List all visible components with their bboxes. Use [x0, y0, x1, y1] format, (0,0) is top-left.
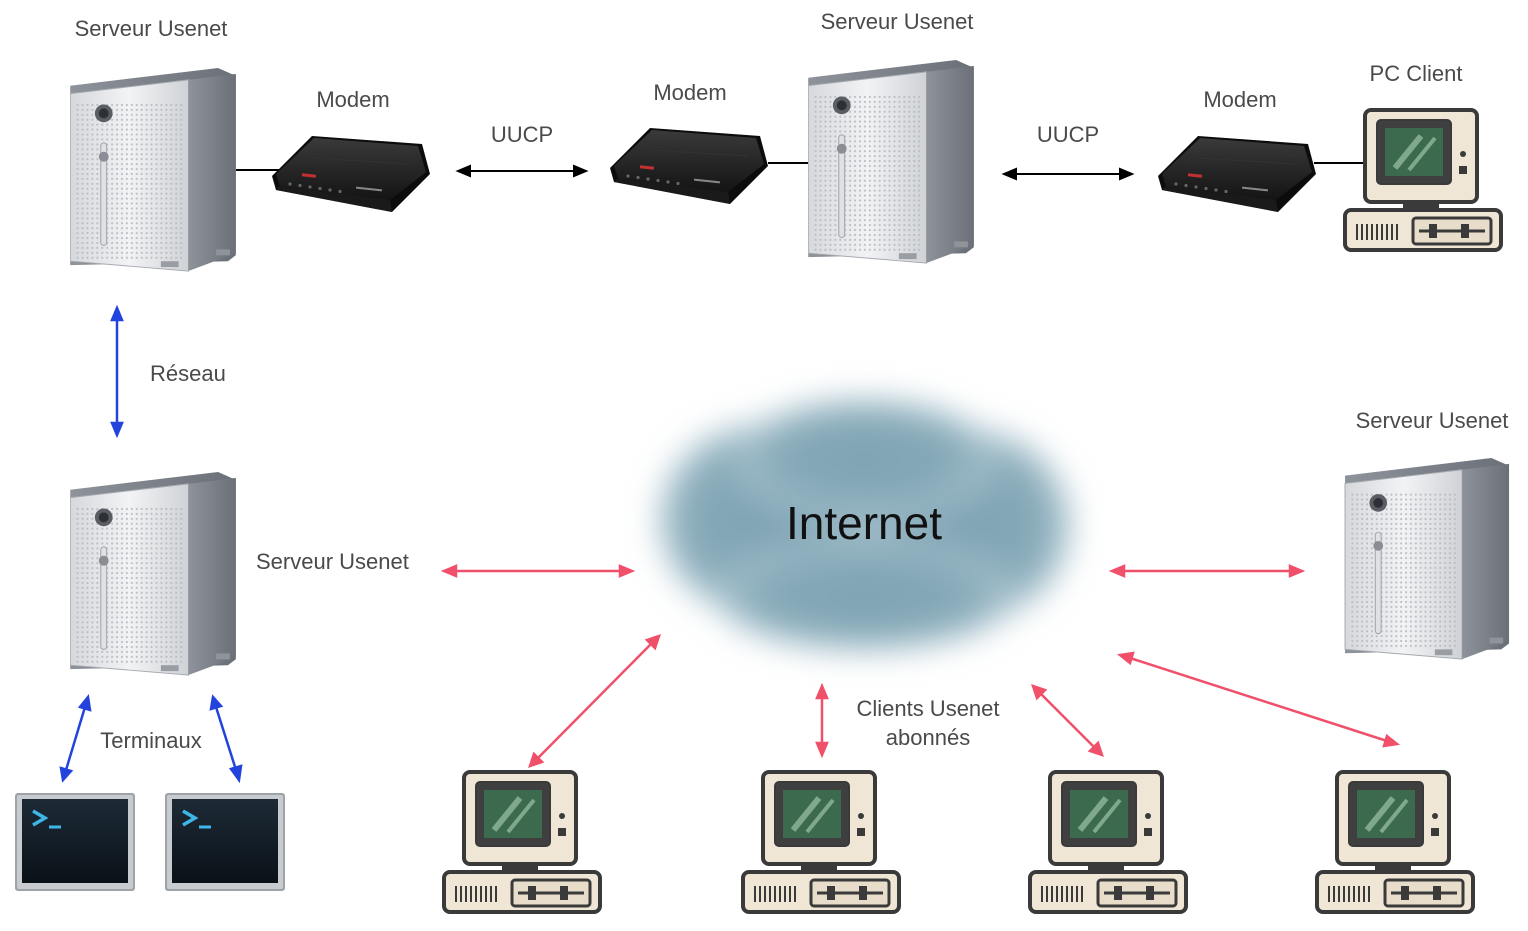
- terminal-icon-2: [165, 793, 285, 893]
- label-modem-2: Modem: [653, 80, 727, 105]
- internet-arrow-client-2: [815, 682, 829, 759]
- label-modem-3: Modem: [1203, 87, 1277, 112]
- label-uucp-1: UUCP: [490, 122, 554, 147]
- label-terminals: Terminaux: [100, 728, 202, 753]
- uucp-arrows: [455, 164, 1135, 181]
- internet-cloud: [660, 400, 1070, 650]
- modem-icon-2: [610, 127, 769, 205]
- internet-arrow-client-1: [528, 634, 661, 768]
- internet-arrows: [440, 564, 1401, 768]
- server-icon-right: [1344, 458, 1510, 660]
- label-server-top-left: Serveur Usenet: [74, 16, 228, 41]
- internet-arrow-right-server: [1108, 564, 1306, 578]
- uucp-arrow-1: [455, 164, 589, 178]
- label-server-top-middle: Serveur Usenet: [820, 9, 974, 34]
- client-pc-icon-1: [444, 772, 600, 912]
- client-pc-icon-2: [743, 772, 899, 912]
- internet-arrow-client-3: [1031, 684, 1104, 757]
- terminal-icon-1: [15, 793, 135, 893]
- label-server-right: Serveur Usenet: [1355, 408, 1509, 433]
- client-pc-icon-4: [1317, 772, 1473, 912]
- label-server-middle-left: Serveur Usenet: [256, 549, 409, 574]
- label-modem-1: Modem: [316, 87, 390, 112]
- modem-icon-1: [272, 135, 431, 213]
- internet-arrow-left-server: [440, 564, 636, 578]
- label-network: Réseau: [150, 361, 226, 386]
- server-icon-top-left: [70, 68, 237, 272]
- terminal-arrow-left: [59, 693, 92, 783]
- label-internet: Internet: [786, 497, 942, 549]
- terminal-arrow-right: [209, 694, 243, 784]
- serial-cables: [236, 162, 1366, 171]
- pc-client-icon: [1345, 110, 1501, 250]
- server-icon-top-middle: [808, 60, 975, 264]
- label-clients: Clients Usenet abonnés: [856, 696, 1000, 750]
- network-arrows: [59, 304, 243, 784]
- label-pc-client: PC Client: [1369, 61, 1463, 86]
- server-icon-middle-left: [70, 472, 237, 676]
- internet-arrow-client-4: [1116, 651, 1401, 748]
- client-pc-icon-3: [1030, 772, 1186, 912]
- modem-icon-3: [1158, 135, 1317, 213]
- uucp-arrow-2: [1001, 167, 1135, 181]
- network-arrow-servers: [110, 304, 124, 439]
- label-uucp-2: UUCP: [1036, 122, 1100, 147]
